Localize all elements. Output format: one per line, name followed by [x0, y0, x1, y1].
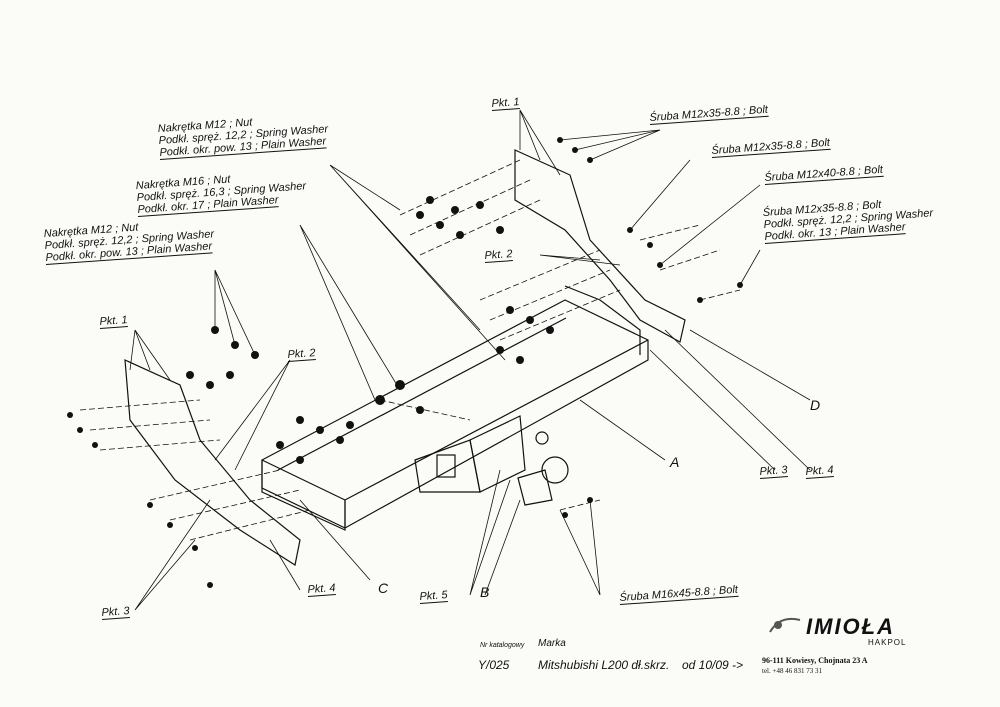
point-label: Pkt. 3 — [759, 464, 789, 479]
company-name: IMIOŁA — [806, 614, 895, 639]
tow-ball — [541, 456, 569, 484]
part-label-c: C — [378, 580, 389, 596]
company-tel: tel. +48 46 831 73 31 — [762, 667, 822, 675]
part-label-d: D — [810, 397, 821, 413]
right-side-bracket — [514, 149, 686, 343]
brand-label: Marka — [538, 638, 566, 649]
left-side-bracket — [124, 359, 301, 566]
point-label: Pkt. 5 — [419, 589, 449, 604]
company-logo: IMIOŁA HAKPOL — [768, 612, 928, 652]
point-label: Pkt. 1 — [491, 96, 521, 111]
catalog-number-label: Nr katalogowy — [480, 642, 525, 649]
point-label: Pkt. 4 — [307, 582, 337, 597]
company-address: 96-111 Kowiesy, Chojnata 23 A — [762, 656, 868, 665]
logo-mark — [769, 617, 801, 633]
production-date: od 10/09 -> — [682, 658, 744, 672]
point-label: Pkt. 4 — [805, 464, 835, 479]
left-end-plate — [261, 460, 346, 531]
catalog-number: Y/025 — [478, 658, 510, 672]
part-label-b: B — [480, 584, 490, 600]
vehicle-model: Mitshubishi L200 dł.skrz. — [538, 658, 670, 672]
point-label: Pkt. 1 — [99, 314, 129, 329]
company-sub: HAKPOL — [868, 638, 907, 647]
point-label: Pkt. 3 — [101, 605, 131, 620]
right-end-plate — [564, 285, 641, 355]
part-label-a: A — [670, 454, 680, 470]
crossbar — [261, 299, 649, 529]
point-label: Pkt. 2 — [287, 347, 317, 362]
point-label: Pkt. 2 — [484, 248, 514, 263]
